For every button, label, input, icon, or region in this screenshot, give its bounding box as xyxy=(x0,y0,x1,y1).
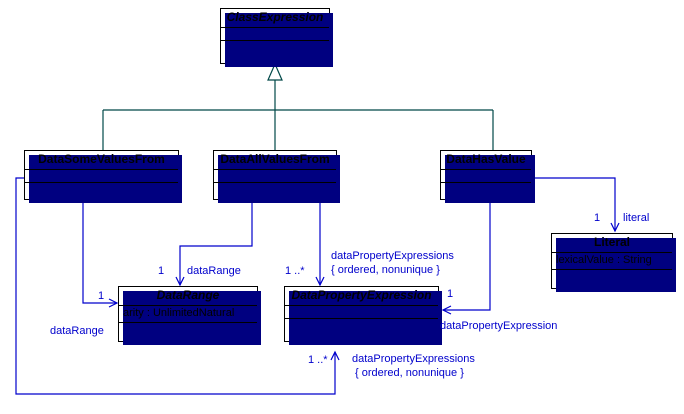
class-operations-data-some-values-from xyxy=(25,183,178,203)
class-operations-data-range xyxy=(119,323,257,343)
class-operations-class-expression xyxy=(221,41,329,61)
label-role-dsvf-dpe: dataPropertyExpressions xyxy=(352,353,475,365)
label-mult-dhv-literal: 1 xyxy=(594,212,601,224)
class-operations-data-property-expression xyxy=(285,319,438,339)
class-name-literal: Literal xyxy=(552,234,672,253)
class-name-data-all-values-from: DataAllValuesFrom xyxy=(214,151,336,170)
label-role-davf-datarange: dataRange xyxy=(187,265,241,277)
class-operations-literal xyxy=(552,270,672,290)
class-attributes-data-some-values-from xyxy=(25,170,178,183)
class-attributes-data-property-expression xyxy=(285,306,438,319)
class-box-data-has-value[interactable]: DataHasValue xyxy=(440,150,535,203)
label-constraint-dsvf-dpe: { ordered, nonunique } xyxy=(355,367,464,379)
class-attribute-data-range-arity: arity : UnlimitedNatural xyxy=(119,306,257,323)
class-name-data-property-expression: DataPropertyExpression xyxy=(285,287,438,306)
class-box-class-expression[interactable]: ClassExpression xyxy=(220,8,333,67)
label-mult-dhv-dpe: 1 xyxy=(447,288,454,300)
label-mult-davf-datarange: 1 xyxy=(158,265,165,277)
class-operations-data-all-values-from xyxy=(214,183,336,203)
class-attribute-literal-lexical-value: lexicalValue : String xyxy=(552,253,672,270)
class-name-data-some-values-from: DataSomeValuesFrom xyxy=(25,151,178,170)
label-role-dsvf-datarange: dataRange xyxy=(50,325,104,337)
class-name-class-expression: ClassExpression xyxy=(221,9,329,28)
label-role-dhv-dpe: dataPropertyExpression xyxy=(440,320,558,332)
class-attributes-data-all-values-from xyxy=(214,170,336,183)
label-role-davf-dpe: dataPropertyExpressions xyxy=(331,250,454,262)
label-mult-dsvf-datarange: 1 xyxy=(98,290,105,302)
class-box-literal[interactable]: Literal lexicalValue : String xyxy=(551,233,676,292)
class-box-data-range[interactable]: DataRange arity : UnlimitedNatural xyxy=(118,286,261,345)
class-name-data-has-value: DataHasValue xyxy=(441,151,531,170)
label-role-dhv-literal: literal xyxy=(623,212,650,224)
class-box-data-some-values-from[interactable]: DataSomeValuesFrom xyxy=(24,150,182,203)
label-constraint-davf-dpe: { ordered, nonunique } xyxy=(331,264,440,276)
class-attributes-class-expression xyxy=(221,28,329,41)
class-name-data-range: DataRange xyxy=(119,287,257,306)
label-mult-davf-dpe: 1 ..* xyxy=(285,265,305,277)
class-box-data-all-values-from[interactable]: DataAllValuesFrom xyxy=(213,150,340,203)
class-attributes-data-has-value xyxy=(441,170,531,183)
label-mult-dsvf-dpe: 1 ..* xyxy=(308,354,328,366)
generalization-edges xyxy=(102,62,494,150)
class-box-data-property-expression[interactable]: DataPropertyExpression xyxy=(284,286,442,345)
edge-dsvf-datarange xyxy=(82,200,119,308)
edge-dhv-literal xyxy=(532,177,620,233)
class-operations-data-has-value xyxy=(441,183,531,203)
